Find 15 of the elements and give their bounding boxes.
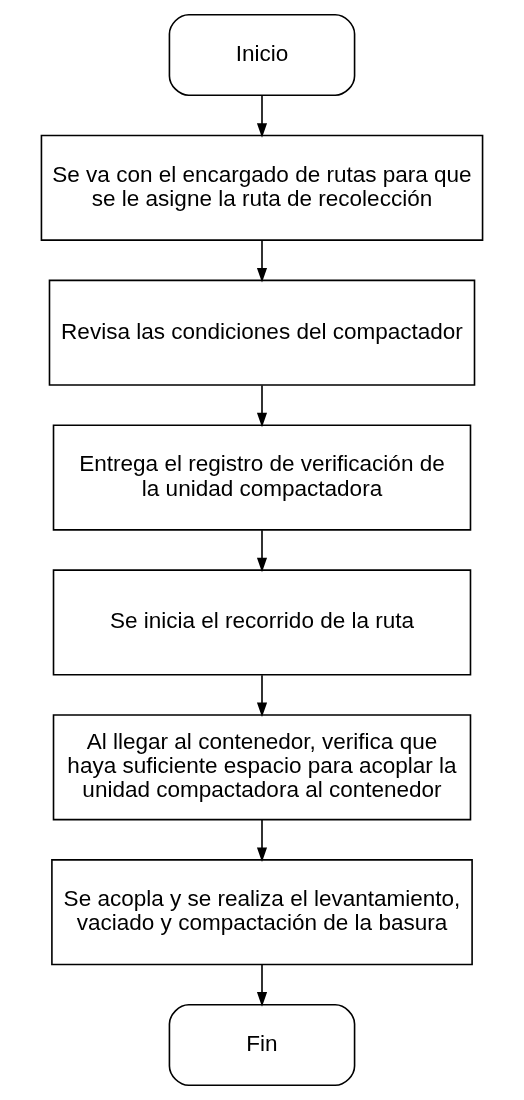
arrow: [256, 964, 268, 1007]
node-box: Se va con el encargado de rutas para que se le asigne la ruta de recolección: [40, 134, 484, 241]
arrow: [256, 819, 268, 862]
node-box: Fin: [168, 1004, 356, 1087]
node-box: Inicio: [168, 13, 356, 96]
arrow: [256, 529, 268, 573]
arrow: [256, 94, 268, 138]
arrow: [256, 384, 268, 428]
arrow: [256, 239, 268, 283]
node-box: Revisa las condiciones del compactador: [48, 279, 476, 386]
node-box: Se acopla y se realiza el levantamiento, vaciado y compactación de la basura: [51, 859, 473, 966]
node-box: Se inicia el recorrido de la ruta: [52, 569, 472, 676]
arrow: [256, 674, 268, 718]
node-box: Al llegar al contenedor, verifica que haya suficiente espacio para acoplar la unidad compactadora al contenedor: [52, 714, 472, 821]
node-box: Entrega el registro de verificación de la unidad compactadora: [52, 424, 472, 531]
